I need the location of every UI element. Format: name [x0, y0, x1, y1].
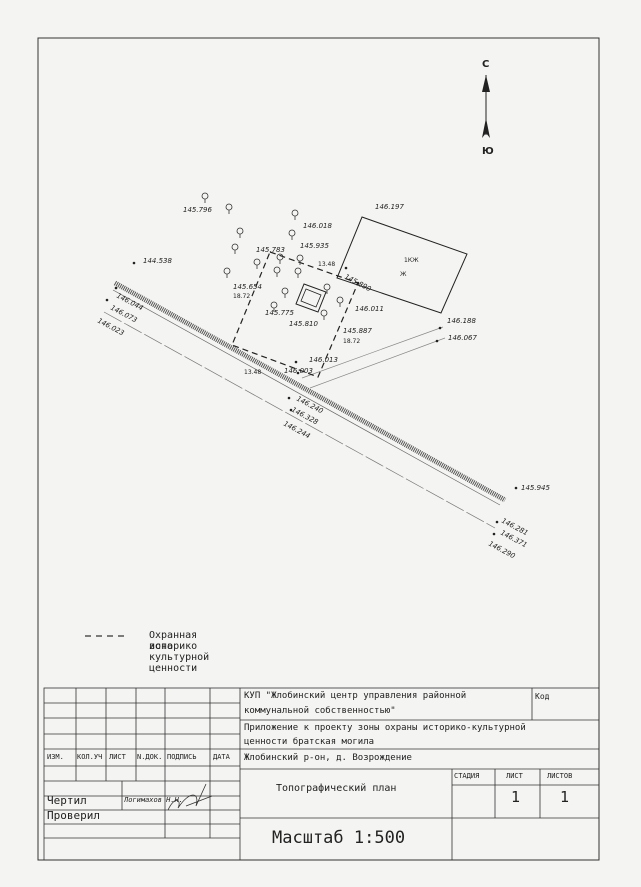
- elevation-label: 145.945: [521, 484, 550, 492]
- title-block: КУП "Жлобинский центр управления районно…: [44, 688, 599, 860]
- south-label: Ю: [482, 146, 494, 157]
- road-hatch: [113, 280, 507, 503]
- project-line-2: ценности братская могила: [244, 737, 375, 747]
- road-axis: [103, 311, 496, 529]
- header-ndok: N.ДОК.: [137, 753, 163, 761]
- tree-icon: [270, 301, 278, 312]
- project-line-1: Приложение к проекту зоны охраны историк…: [244, 723, 526, 733]
- header-izm: ИЗМ.: [47, 753, 64, 761]
- north-arrow-icon: С Ю: [482, 59, 494, 157]
- elevation-label: 145.887: [343, 327, 372, 335]
- sheets-label: ЛИСТОВ: [547, 772, 573, 780]
- tree-icon: [320, 309, 328, 320]
- tree-icon: [276, 253, 284, 264]
- road-edge: [112, 289, 501, 506]
- tree-icon: [225, 203, 233, 214]
- elevation-label: 146.013: [309, 356, 338, 364]
- sheets-value: 1: [560, 788, 570, 806]
- elevation-label: 146.067: [448, 334, 477, 342]
- org-line-1: КУП "Жлобинский центр управления районно…: [244, 691, 467, 701]
- elevation-label: 145.654: [233, 283, 262, 291]
- elevation-label: 145.775: [265, 309, 294, 317]
- tree-icon: [294, 267, 302, 278]
- dimension-label: 18.72: [343, 338, 360, 345]
- tree-icon: [253, 258, 261, 269]
- tree-icon: [296, 254, 304, 265]
- stage-label: СТАДИЯ: [454, 772, 480, 780]
- north-label: С: [482, 59, 489, 70]
- building-outline: [336, 216, 468, 314]
- sheet-label: ЛИСТ: [506, 772, 523, 780]
- elevation-label: 145.890: [343, 273, 373, 294]
- elevation-label: 146.023: [96, 317, 125, 338]
- location-text: Жлобинский р-он, д. Возрождение: [244, 753, 412, 763]
- tree-icon: [231, 243, 239, 254]
- header-kol: КОЛ.УЧ: [77, 753, 103, 761]
- title-block-grid: [43, 687, 600, 861]
- elevation-label: 146.244: [282, 420, 311, 441]
- checked-label: Проверил: [47, 809, 100, 822]
- survey-points: [105, 261, 518, 536]
- tree-icon: [281, 287, 289, 298]
- elevation-label: 146.011: [355, 305, 384, 313]
- drew-label: Чертил: [47, 794, 87, 807]
- protection-zone: [231, 251, 359, 378]
- legend-line-1: Охранная зона: [149, 630, 198, 652]
- sheet-value: 1: [511, 788, 521, 806]
- elevation-label: 146.188: [447, 317, 476, 325]
- elevation-label: 146.197: [375, 203, 404, 211]
- legend-line-3: культурной: [149, 652, 210, 663]
- tree-icon: [273, 266, 281, 277]
- header-podpis: ПОДПИСЬ: [167, 753, 197, 761]
- elevation-label: 146.018: [303, 222, 332, 230]
- drew-name: Логимахов Н.Н.: [124, 796, 184, 804]
- dimension-label: 13.48: [318, 261, 335, 268]
- legend-line-2: историко: [149, 641, 198, 652]
- tree-icon: [288, 229, 296, 240]
- path-line: [301, 326, 444, 379]
- elevation-label: 145.810: [289, 320, 318, 328]
- scale-text: Масштаб 1:500: [272, 828, 406, 848]
- dimension-label: 13.48: [244, 369, 261, 376]
- tree-icon: [223, 267, 231, 278]
- tree-icon: [336, 296, 344, 307]
- plan-title: Топографический план: [276, 783, 397, 794]
- header-data: ДАТА: [213, 753, 230, 761]
- dimension-label: 18.72: [233, 293, 250, 300]
- legend-line-4: ценности: [149, 663, 198, 674]
- elevation-label: 145.796: [183, 206, 212, 214]
- grave-outline: [295, 283, 327, 313]
- grave-inner: [300, 288, 322, 308]
- building-label-2: Ж: [400, 271, 407, 278]
- signature-image: [167, 783, 213, 811]
- elevation-label: 144.538: [143, 257, 172, 265]
- elevation-label: 145.935: [300, 242, 329, 250]
- elevation-label: 145.783: [256, 246, 285, 254]
- trees: [201, 192, 344, 320]
- header-list: ЛИСТ: [109, 753, 126, 761]
- code-label: Код: [535, 692, 550, 701]
- path-line-2: [309, 337, 446, 389]
- building-label: 1КЖ: [404, 257, 419, 264]
- tree-icon: [323, 283, 331, 294]
- org-line-2: коммунальной собственностью": [244, 706, 396, 716]
- tree-icon: [236, 227, 244, 238]
- elevation-label: 146.003: [284, 367, 313, 375]
- tree-icon: [201, 192, 209, 203]
- tree-icon: [291, 209, 299, 220]
